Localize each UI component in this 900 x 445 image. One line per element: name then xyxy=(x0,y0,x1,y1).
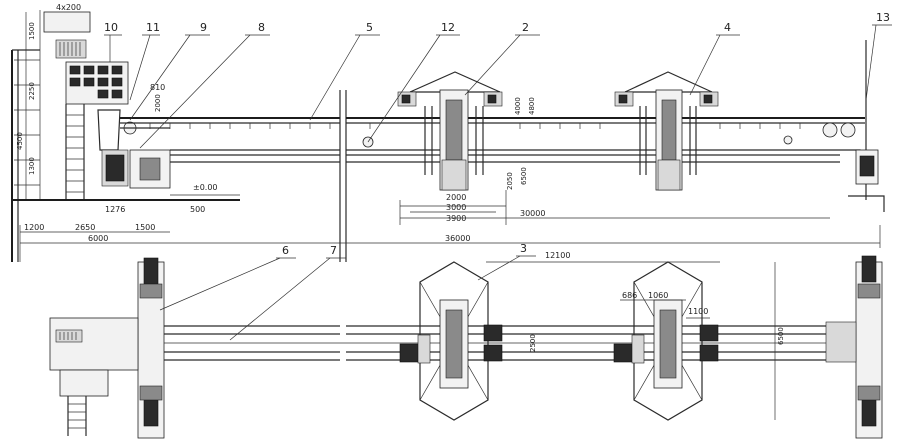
dimension-4800: 4800 xyxy=(528,97,536,115)
svg-text:6500: 6500 xyxy=(520,167,528,185)
right-end-support xyxy=(848,40,885,212)
dimension-3900: 3900 xyxy=(446,214,466,223)
dimension-3000: 3000 xyxy=(446,203,466,212)
dimension-1276: 1276 xyxy=(105,205,125,214)
part-number-10: 10 xyxy=(104,21,118,34)
plan-leaders: 6 7 3 xyxy=(159,242,536,341)
dimension-810: 810 xyxy=(150,83,165,92)
level-mark: ±0.00 xyxy=(193,183,218,192)
svg-text:2000: 2000 xyxy=(154,94,162,112)
dimension-30000: 30000 xyxy=(520,209,545,218)
left-building-structure: 1500 2250 4500 1300 xyxy=(11,10,41,262)
plan-view: 12100 686 1060 1100 6500 2500 6 7 3 xyxy=(49,242,883,439)
svg-text:4500: 4500 xyxy=(16,132,24,150)
part-number-8: 8 xyxy=(258,21,265,34)
trolley-1-plan xyxy=(399,261,503,421)
part-number-3: 3 xyxy=(520,242,527,255)
elevation-leaders: 10 11 9 8 5 12 2 4 13 xyxy=(104,11,892,149)
part-number-5: 5 xyxy=(366,21,373,34)
trolley-2-elevation xyxy=(614,71,719,191)
right-end-carriage xyxy=(825,255,883,439)
dimension-6000: 6000 xyxy=(88,234,108,243)
part-number-2: 2 xyxy=(522,21,529,34)
part-number-9: 9 xyxy=(200,21,207,34)
main-girder-left xyxy=(120,117,340,163)
svg-text:2250: 2250 xyxy=(28,82,36,100)
dimension-12100: 12100 xyxy=(545,251,570,260)
svg-text:4000: 4000 xyxy=(514,97,522,115)
part-number-6: 6 xyxy=(282,244,289,257)
part-number-11: 11 xyxy=(146,21,160,34)
part-number-7: 7 xyxy=(330,244,337,257)
main-girder-right xyxy=(346,117,865,163)
svg-text:1500: 1500 xyxy=(28,22,36,40)
dimension-1200: 1200 xyxy=(24,223,44,232)
ground-level: ±0.00 1276 500 xyxy=(12,183,240,214)
svg-text:1300: 1300 xyxy=(28,157,36,175)
dimension-2050: 2050 xyxy=(506,172,514,190)
dimension-36000: 36000 xyxy=(445,234,470,243)
dimension-2500: 2500 xyxy=(529,334,537,352)
part-number-4: 4 xyxy=(724,21,731,34)
left-end-carriage xyxy=(137,257,165,439)
dimension-2000: 2000 xyxy=(446,193,466,202)
window-dimension-label: 4x200 xyxy=(56,3,81,12)
trolley-1-elevation: 4000 4800 2050 6500 xyxy=(397,71,536,191)
operator-cab-tower: 4x200 xyxy=(43,3,129,200)
part-number-13: 13 xyxy=(876,11,890,24)
girder-plan xyxy=(164,325,860,361)
dimension-500: 500 xyxy=(190,205,205,214)
trolley-2-plan xyxy=(613,261,719,421)
dimension-2650: 2650 xyxy=(75,223,95,232)
ladle-car-equipment: 810 2000 xyxy=(97,83,171,189)
dimension-1060: 1060 xyxy=(648,291,668,300)
elevation-dimensions: 1200 2650 1500 6000 36000 30000 2000 300… xyxy=(19,190,881,262)
dimension-1100: 1100 xyxy=(688,307,708,316)
plan-dimensions: 12100 686 1060 1100 6500 2500 xyxy=(486,251,785,420)
dimension-6500: 6500 xyxy=(777,327,785,345)
dimension-686: 686 xyxy=(622,291,637,300)
cab-plan xyxy=(49,317,139,436)
part-number-12: 12 xyxy=(441,21,455,34)
dimension-1500: 1500 xyxy=(135,223,155,232)
elevation-view: 1500 2250 4500 1300 4x200 xyxy=(11,3,892,262)
